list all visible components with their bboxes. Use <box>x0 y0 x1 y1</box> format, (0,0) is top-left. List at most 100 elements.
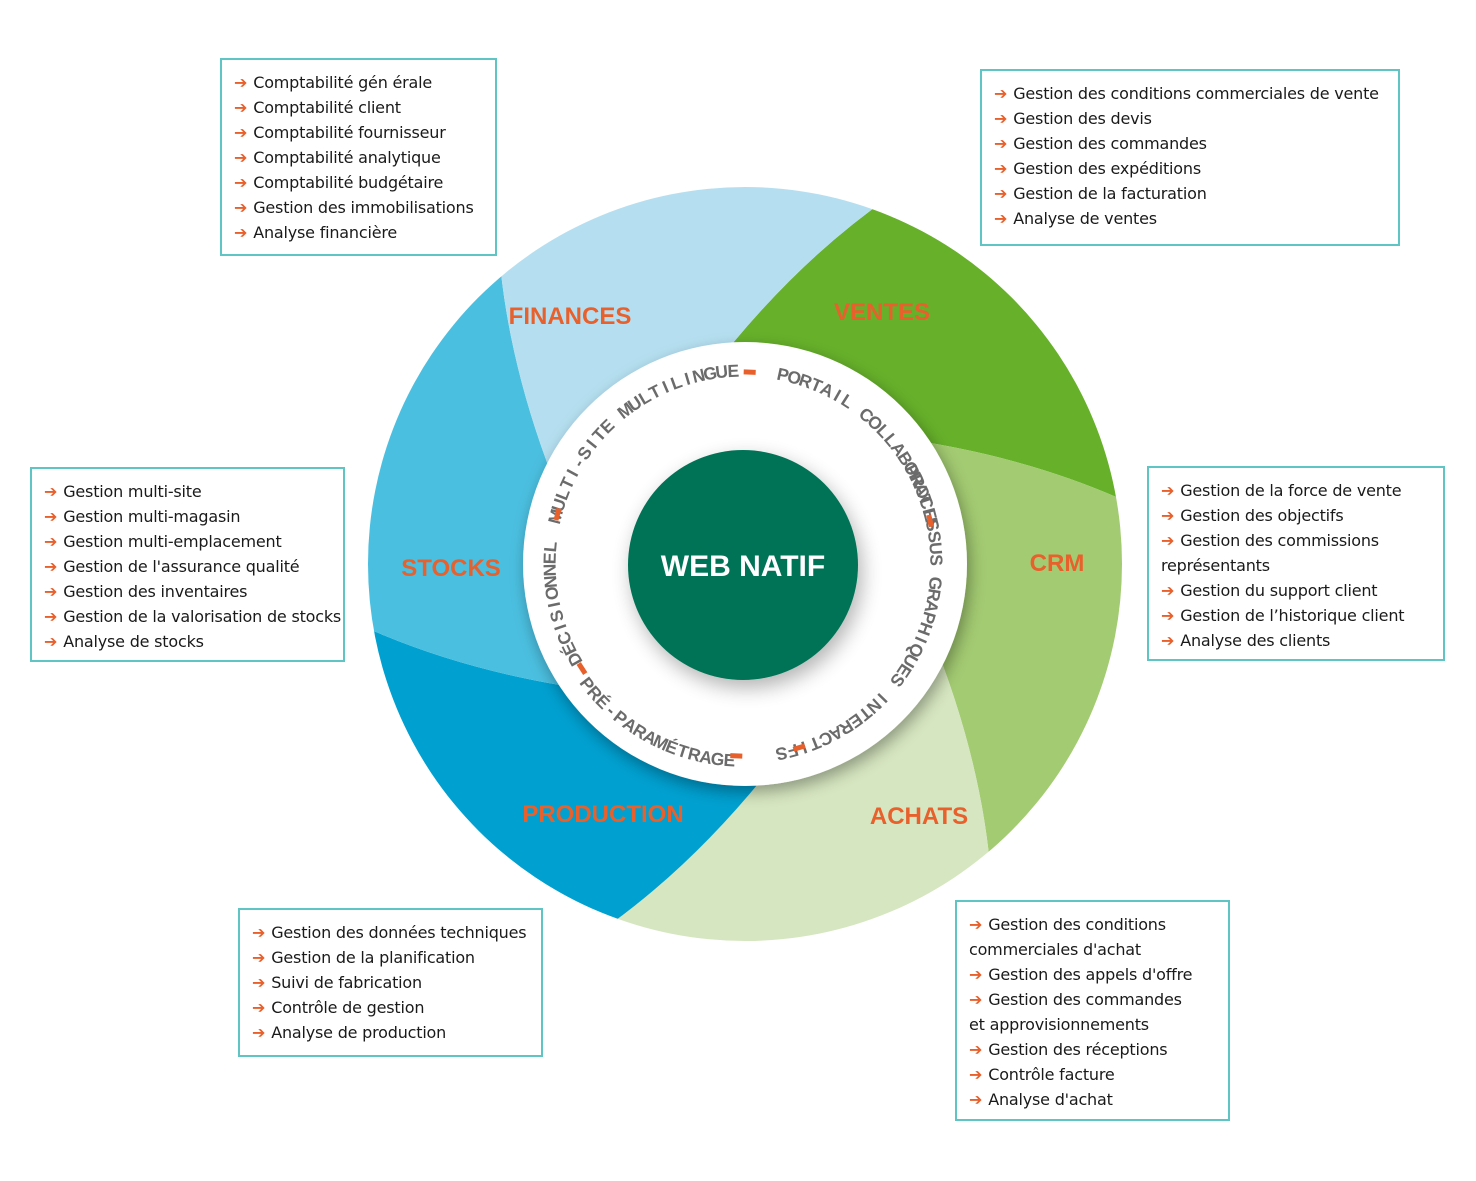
arrow-right-icon: ➔ <box>44 582 58 601</box>
arrow-right-icon: ➔ <box>994 84 1008 103</box>
feature-item: ➔ Analyse de production <box>252 1020 529 1045</box>
ring-char: M <box>650 730 673 755</box>
feature-label: Suivi de fabrication <box>271 973 422 992</box>
feature-label: Comptabilité budgétaire <box>253 173 444 192</box>
ring-char: R <box>796 369 816 392</box>
center-circle: WEB NATIF <box>628 450 858 680</box>
ring-char: E <box>723 750 737 771</box>
feature-item: ➔ Gestion multi-magasin <box>44 504 331 529</box>
feature-item: ➔ Gestion des conditions commerciales d'ac… <box>969 912 1216 962</box>
feature-item: ➔Gestion de la force de vente <box>1161 478 1431 503</box>
feature-label: Contrôle de gestion <box>271 998 425 1017</box>
ring-char: P <box>917 609 940 627</box>
achats-box: ➔ Gestion des conditions commerciales d'ac… <box>955 900 1230 1121</box>
arrow-right-icon: ➔ <box>252 998 266 1017</box>
arrow-right-icon: ➔ <box>1161 581 1175 600</box>
arrow-right-icon: ➔ <box>969 1090 983 1109</box>
arrow-right-icon: ➔ <box>252 1023 266 1042</box>
feature-item: ➔Comptabilité fournisseur <box>234 120 483 145</box>
ring-char: I <box>919 506 940 517</box>
ring-char: P <box>775 364 792 386</box>
ring-separator <box>730 753 743 759</box>
feature-item: ➔Comptabilité analytique <box>234 145 483 170</box>
arrow-right-icon: ➔ <box>1161 631 1175 650</box>
feature-label: Gestion multi-emplacement <box>63 532 282 551</box>
arrow-right-icon: ➔ <box>234 198 248 217</box>
feature-label: Gestion des conditions commerciales de v… <box>1013 84 1379 103</box>
ring-char: S <box>545 607 568 625</box>
arrow-right-icon: ➔ <box>969 990 983 1009</box>
feature-label-continued: commerciales d'achat <box>969 940 1141 959</box>
ring-char: F <box>784 740 801 762</box>
feature-label: Gestion des conditions <box>988 915 1166 934</box>
arrow-right-icon: ➔ <box>44 632 58 651</box>
feature-label: Gestion de l'assurance qualité <box>63 557 300 576</box>
ring-char: N <box>540 562 560 576</box>
ring-char: R <box>686 743 704 766</box>
feature-item: ➔Gestion des objectifs <box>1161 503 1431 528</box>
feature-item: ➔ Gestion de la planification <box>252 945 529 970</box>
center-disc <box>628 450 858 680</box>
arrow-right-icon: ➔ <box>44 507 58 526</box>
arrow-right-icon: ➔ <box>44 532 58 551</box>
feature-label: Analyse de production <box>271 1023 447 1042</box>
center-label: WEB NATIF <box>661 550 825 583</box>
finances-feature-list: ➔Comptabilité gén érale➔Comptabilité cli… <box>234 70 483 245</box>
feature-item: ➔Gestion des expéditions <box>994 156 1386 181</box>
ring-char: E <box>919 506 942 524</box>
feature-label: Gestion de la force de vente <box>1180 481 1402 500</box>
feature-item: ➔ Gestion des conditions commerciales de … <box>994 81 1386 106</box>
feature-label: Gestion des commandes <box>988 990 1182 1009</box>
feature-item: ➔Gestion du support client <box>1161 578 1431 603</box>
feature-label: Gestion des immobilisations <box>253 198 474 217</box>
arrow-right-icon: ➔ <box>234 73 248 92</box>
feature-label: Gestion multi-magasin <box>63 507 241 526</box>
arrow-right-icon: ➔ <box>234 148 248 167</box>
arrow-right-icon: ➔ <box>994 209 1008 228</box>
feature-item: ➔ Contrôle de gestion <box>252 995 529 1020</box>
feature-item: ➔ Gestion multi-emplacement <box>44 529 331 554</box>
feature-item: ➔ Gestion de l’historique client <box>1161 603 1431 628</box>
feature-label: Analyse de stocks <box>63 632 204 651</box>
feature-item: ➔Gestion multi-site <box>44 479 331 504</box>
segment-label-crm: CRM <box>1030 550 1085 577</box>
arrow-right-icon: ➔ <box>969 915 983 934</box>
feature-item: ➔Comptabilité budgétaire <box>234 170 483 195</box>
arrow-right-icon: ➔ <box>1161 606 1175 625</box>
ring-char: R <box>923 587 945 604</box>
arrow-right-icon: ➔ <box>252 973 266 992</box>
ring-char: G <box>710 748 727 770</box>
ring-char: O <box>541 584 563 602</box>
stocks-feature-list: ➔Gestion multi-site ➔ Gestion multi-magasi… <box>44 479 341 654</box>
feature-label: Analyse financière <box>253 223 398 242</box>
ring-separator <box>743 369 756 375</box>
feature-label: Gestion de la planification <box>271 948 475 967</box>
ring-char: N <box>540 573 561 589</box>
ring-char: H <box>913 620 937 640</box>
production-box: ➔Gestion des données techniques ➔ Gestion … <box>238 908 543 1057</box>
feature-label: Gestion des réceptions <box>988 1040 1168 1059</box>
ring-char: S <box>773 743 790 765</box>
arrow-right-icon: ➔ <box>44 607 58 626</box>
feature-item: ➔ Gestion des réceptions <box>969 1037 1216 1062</box>
ring-separator <box>926 514 934 528</box>
feature-label-continued: et approvisionnements <box>969 1015 1149 1034</box>
feature-label: Gestion des devis <box>1013 109 1152 128</box>
feature-item: ➔Gestion des appels d'offre <box>969 962 1216 987</box>
segment-label-production: PRODUCTION <box>522 801 683 828</box>
feature-label: Gestion des commissions <box>1180 531 1379 550</box>
arrow-right-icon: ➔ <box>252 948 266 967</box>
feature-label: Gestion de l’historique client <box>1180 606 1405 625</box>
arrow-right-icon: ➔ <box>969 1040 983 1059</box>
ring-char: T <box>675 740 692 763</box>
ring-char: O <box>785 366 805 389</box>
feature-item: ➔Gestion des inventaires <box>44 579 331 604</box>
ring-char: O <box>911 482 935 503</box>
feature-label: Gestion de la valorisation de stocks <box>63 607 342 626</box>
stocks-box: ➔Gestion multi-site ➔ Gestion multi-magasi… <box>30 467 345 662</box>
feature-item: ➔ Analyse de stocks <box>44 629 331 654</box>
feature-item: ➔Gestion des données techniques <box>252 920 529 945</box>
feature-item: ➔Analyse d'achat <box>969 1087 1216 1112</box>
